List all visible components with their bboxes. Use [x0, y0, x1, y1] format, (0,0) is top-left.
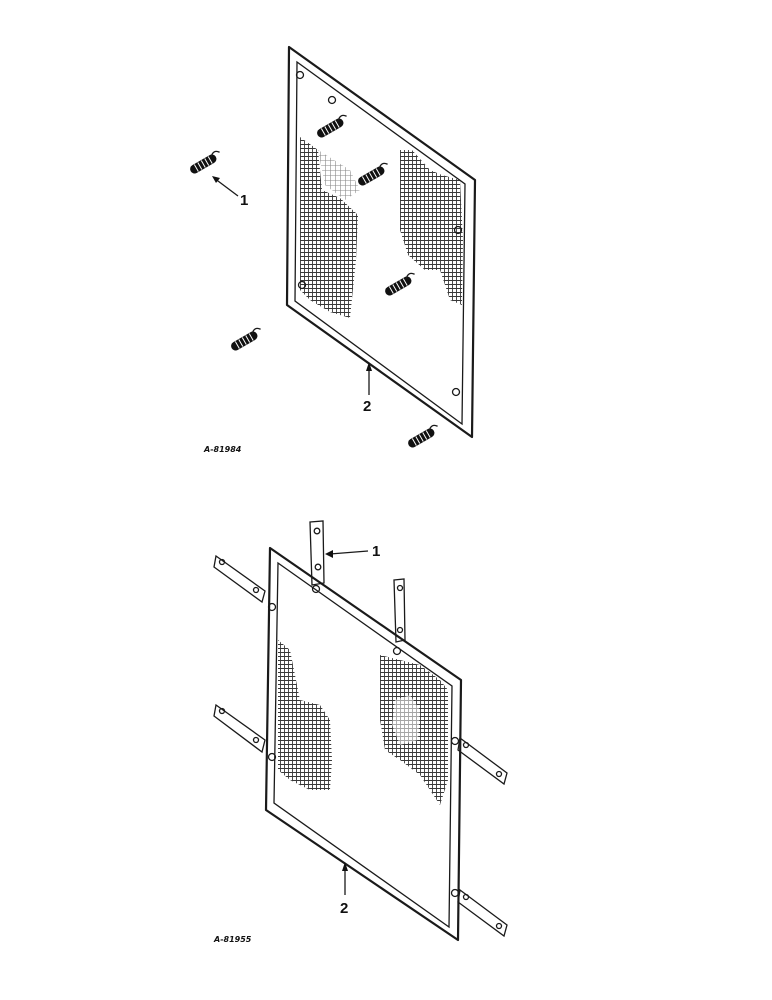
- figure-top: 1 2 A-81984: [190, 45, 477, 454]
- mesh-patch-left: [300, 137, 358, 318]
- callout-label: 2: [340, 900, 348, 917]
- leader-line: [213, 177, 239, 197]
- mount-hole: [451, 387, 461, 397]
- mount-hole: [392, 646, 402, 656]
- callout-label: 2: [363, 398, 371, 415]
- spring-fastener: [358, 162, 388, 186]
- mount-hole: [327, 95, 337, 105]
- leader-arrow: [366, 362, 372, 371]
- spring-fastener: [385, 272, 415, 296]
- mounting-clip: [393, 578, 406, 643]
- mount-hole: [450, 736, 460, 746]
- mount-hole: [267, 602, 277, 612]
- mounting-clip: [213, 554, 266, 604]
- mounting-clip: [309, 520, 325, 586]
- leader-arrow: [325, 550, 333, 558]
- spring-fastener: [231, 327, 261, 351]
- mounting-clip: [457, 888, 508, 938]
- mount-hole: [267, 752, 277, 762]
- mesh-patch-left: [278, 640, 332, 790]
- spring-fastener: [190, 150, 220, 174]
- callout-label: 1: [240, 192, 248, 209]
- figure-ref-code: A-81984: [203, 445, 242, 454]
- mount-hole: [311, 584, 321, 594]
- mounting-clip: [213, 703, 266, 754]
- mount-hole: [297, 280, 307, 290]
- leader-arrow: [212, 176, 220, 183]
- figure-ref-code: A-81955: [213, 935, 252, 944]
- mesh-patch-right: [400, 150, 463, 305]
- callout-label: 1: [372, 543, 380, 560]
- spring-fastener: [408, 424, 438, 448]
- mount-hole: [450, 888, 460, 898]
- leader-arrow: [342, 862, 348, 871]
- figure-bottom: 1 2 A-81955: [213, 520, 508, 944]
- spring-fastener: [317, 114, 347, 138]
- leader-line: [329, 550, 369, 555]
- screen-panel: [264, 546, 463, 942]
- screen-panel: [285, 45, 477, 439]
- mount-hole: [295, 70, 305, 80]
- mount-hole: [453, 225, 463, 235]
- mounting-clip: [457, 736, 508, 786]
